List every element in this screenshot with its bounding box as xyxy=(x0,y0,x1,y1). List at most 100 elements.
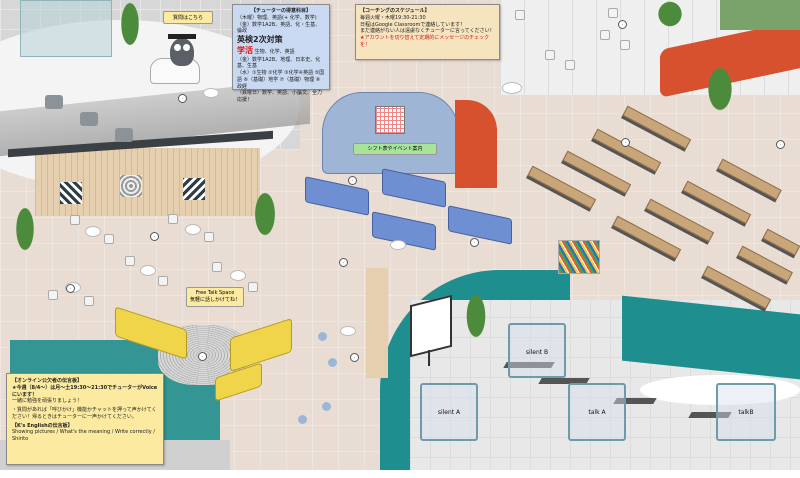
help-desk-sign[interactable]: 質問はこちら xyxy=(163,11,213,24)
owl-eye-left xyxy=(174,44,181,51)
subjects-row7: （鉄曜日）数学、英語、小論文、全力応援！ xyxy=(237,90,323,104)
schedule-line2: 日程はGoogle Classroomで連絡しています！ xyxy=(360,21,466,28)
terrace-chair xyxy=(515,10,525,20)
ghost-avatar-icon[interactable]: · xyxy=(339,258,348,267)
subjects-row6: （水）①生物 ②化学 ③化学④英語 ⑤国語 ⑥（基礎）地学 ⑦（基礎）物理 ⑧政… xyxy=(237,70,325,90)
subjects-row2: （金）数学1A2B、英語、化・生基、倫政 xyxy=(237,21,321,35)
ghost-avatar-icon[interactable]: · xyxy=(776,140,785,149)
glass-wall xyxy=(20,0,112,57)
potted-plant-icon xyxy=(650,0,690,35)
subjects-row4-rest: 生物、化学、英語 xyxy=(254,48,295,55)
ghost-avatar-icon[interactable]: · xyxy=(348,176,357,185)
potted-plant-icon xyxy=(460,292,492,352)
terrace-chair xyxy=(620,40,630,50)
stool xyxy=(298,415,307,424)
potted-plant-icon xyxy=(10,205,40,265)
zone-silent-b[interactable]: silent B xyxy=(508,323,566,378)
chair xyxy=(212,262,222,272)
blue-sofa-4 xyxy=(448,205,512,245)
owl-mascot-icon xyxy=(170,38,194,66)
chair xyxy=(168,214,178,224)
tutor-subjects-panel[interactable]: 【チューターの得意科目】 （木曜）物理、英語(+ 化学、数学) （金）数学1A2… xyxy=(232,4,330,103)
ghost-avatar-icon[interactable]: · xyxy=(150,232,159,241)
notice-line3: ・質問があれば「呼びかけ」機能かチャットを押って声かけてください！帰るときはチュ… xyxy=(12,407,157,420)
lounge-table-1 xyxy=(85,226,101,237)
potted-plant-icon xyxy=(248,190,282,250)
ghost-avatar-icon[interactable]: · xyxy=(470,238,479,247)
zone-talk-b[interactable]: talkB xyxy=(716,383,776,441)
online-notice-panel[interactable]: 【オンライン公欠者の伝言板】 ★今週（8/4〜）は月〜土19:30〜21:30で… xyxy=(6,373,164,465)
zone-talk-b-label: talkB xyxy=(738,409,754,416)
subjects-row3: 英検2次対策 xyxy=(237,35,283,44)
colored-pencils-icon xyxy=(558,240,600,274)
lounge-table-3 xyxy=(140,265,156,276)
chair xyxy=(248,282,258,292)
chair xyxy=(125,256,135,266)
terrace-chair xyxy=(565,60,575,70)
owl-eye-right xyxy=(183,44,190,51)
notice-line2: 一緒に勉強を頑張りましょう！ xyxy=(12,398,83,405)
terrace-chair xyxy=(545,50,555,60)
projector-screen-icon[interactable] xyxy=(410,294,452,358)
free-talk-sign[interactable]: Free Talk Space 気軽に話しかけてね！ xyxy=(186,287,244,307)
chair xyxy=(104,234,114,244)
ghost-avatar-icon[interactable]: · xyxy=(350,353,359,362)
calendar-board-icon[interactable] xyxy=(375,106,405,134)
schedule-line1: 毎週火曜・木曜19:30-21:30 xyxy=(360,14,426,21)
potted-plant-icon xyxy=(700,65,740,125)
ghost-avatar-icon[interactable]: · xyxy=(66,284,75,293)
zone-silent-b-label: silent B xyxy=(525,349,549,356)
shift-board-sign[interactable]: シフト表やイベント案内 xyxy=(353,143,437,155)
free-talk-line2: 気軽に話しかけてね！ xyxy=(189,297,240,303)
stool xyxy=(328,358,337,367)
bench-11 xyxy=(762,228,800,256)
subjects-row4: 学活 生物、化学、英語 xyxy=(237,46,325,57)
notice-title: 【オンライン公欠者の伝言板】 xyxy=(12,378,83,384)
lounge-table-2 xyxy=(185,224,201,235)
zone-talk-a[interactable]: talk A xyxy=(568,383,626,441)
grey-armchair-2 xyxy=(80,112,98,126)
round-table xyxy=(390,240,406,250)
ghost-avatar-icon[interactable]: · xyxy=(198,352,207,361)
round-table xyxy=(340,326,356,336)
zone-silent-a[interactable]: silent A xyxy=(420,383,478,441)
bench-2 xyxy=(592,128,662,173)
lounge-table-5 xyxy=(230,270,246,281)
notice-line1: ★今週（8/4〜）は月〜土19:30〜21:30でチューターがVoiceにいます… xyxy=(12,384,158,398)
schedule-line3: まだ連絡がない人は遠慮なくチューターに言ってください！ xyxy=(360,28,495,35)
wall-art-3 xyxy=(183,178,205,200)
subjects-title: 【チューターの得意科目】 xyxy=(250,8,311,14)
ghost-avatar-icon[interactable]: · xyxy=(178,94,187,103)
projector-stand xyxy=(428,350,430,366)
stool xyxy=(322,402,331,411)
coaching-schedule-panel[interactable]: 【コーチングのスケジュール】 毎週火曜・木曜19:30-21:30 日程はGoo… xyxy=(355,4,500,60)
round-table xyxy=(203,88,219,98)
grey-armchair-1 xyxy=(45,95,63,109)
wood-wall-center xyxy=(366,268,388,378)
ghost-avatar-icon[interactable]: · xyxy=(621,138,630,147)
bench-1 xyxy=(622,105,692,150)
blue-sofa-2 xyxy=(382,168,446,208)
ghost-avatar-icon[interactable]: · xyxy=(618,20,627,29)
blue-sofa-1 xyxy=(305,176,369,216)
terrace-chair xyxy=(608,8,618,18)
potted-plant-icon xyxy=(115,0,145,60)
subjects-row5: （金）数学1A2B、地理、日本史、化基、生基 xyxy=(237,56,321,70)
chair xyxy=(204,232,214,242)
chair xyxy=(84,296,94,306)
chair xyxy=(158,276,168,286)
chair xyxy=(48,290,58,300)
shift-board-label: シフト表やイベント案内 xyxy=(367,146,423,152)
notice-title2: 【K's Englishの伝言板】 xyxy=(12,422,73,429)
grey-armchair-3 xyxy=(115,128,133,142)
green-lawn xyxy=(720,0,800,30)
bottom-edge xyxy=(0,470,800,478)
notice-line4: Showing pictures / What's the meaning / … xyxy=(12,429,155,442)
owl-cap xyxy=(168,34,196,39)
subjects-row4-big: 学活 xyxy=(237,45,253,55)
stool xyxy=(318,332,327,341)
schedule-line4: ★アカウントを切り替えて定期的にメッセージのチェックを！ xyxy=(360,35,490,48)
subjects-row1: （木曜）物理、英語(+ 化学、数学) xyxy=(237,14,317,21)
bench-6 xyxy=(682,180,752,225)
